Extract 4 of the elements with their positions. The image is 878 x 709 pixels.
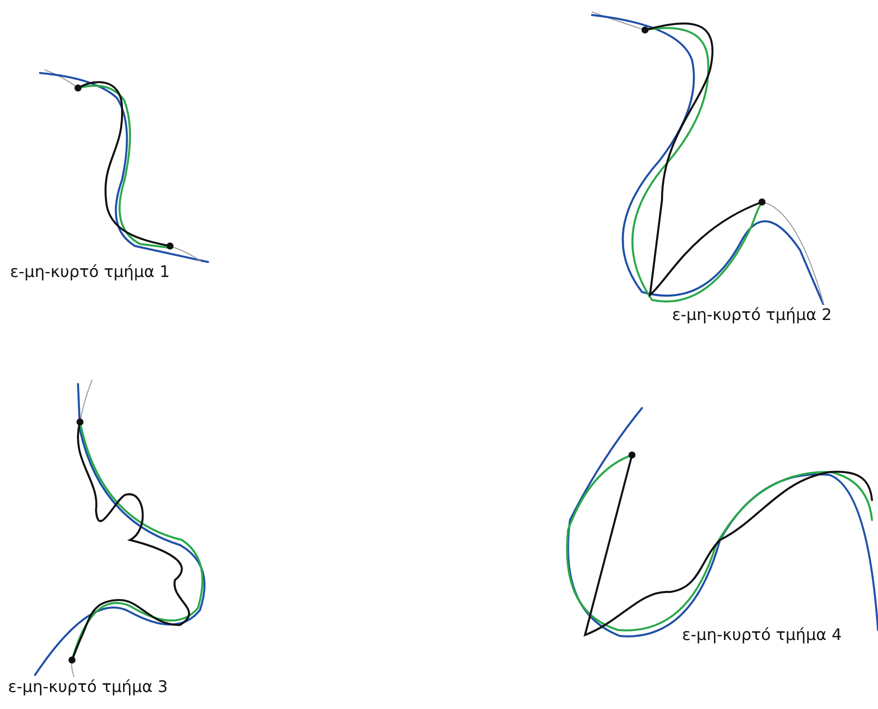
figure-caption: ε-μη-κυρτό τμήμα 3 (8, 677, 168, 696)
figure-caption: ε-μη-κυρτό τμήμα 1 (10, 262, 170, 281)
figure-caption: ε-μη-κυρτό τμήμα 4 (682, 625, 842, 644)
figure-caption: ε-μη-κυρτό τμήμα 2 (672, 305, 832, 324)
